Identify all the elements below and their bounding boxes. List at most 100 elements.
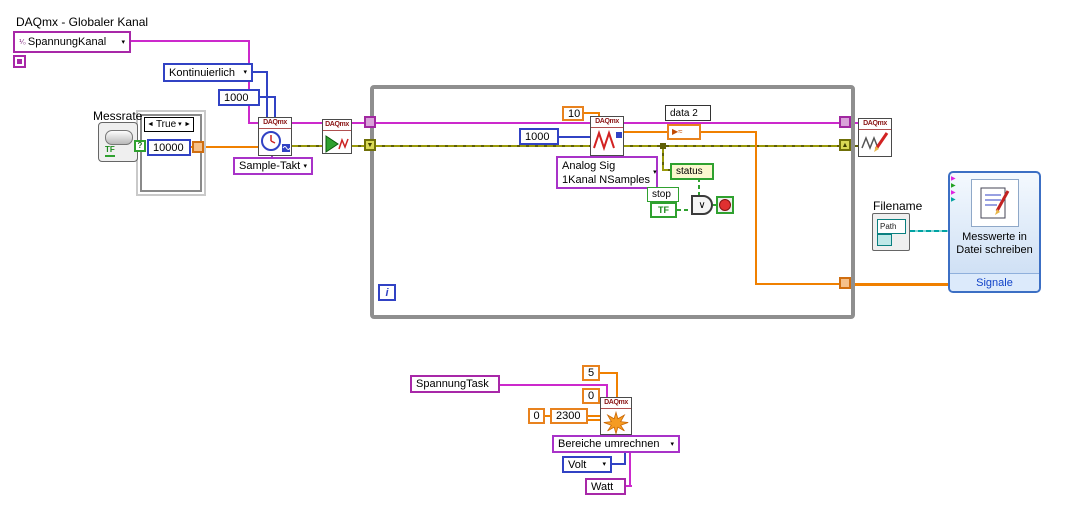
play-icon <box>323 131 351 157</box>
case-next-icon[interactable]: ► <box>184 121 191 128</box>
while-loop[interactable] <box>370 85 855 319</box>
wire-error-2 <box>352 145 372 147</box>
filename-path-control[interactable]: Path <box>872 213 910 251</box>
clear-waveform-icon <box>859 130 891 156</box>
tf-boolean-icon: TF <box>105 145 115 157</box>
timeout-text: 10 <box>568 107 581 120</box>
io-mini-icon: ⅟₀ <box>19 38 26 46</box>
wire-buffer-v <box>274 96 276 118</box>
case-selector[interactable]: ◄ True ▾ ► <box>144 117 194 132</box>
to-unit-constant[interactable]: Watt <box>585 478 626 495</box>
samples-constant[interactable]: 1000 <box>519 128 559 145</box>
wire-task-4 <box>624 122 842 124</box>
error-shift-register-right[interactable]: ▲ <box>839 139 851 151</box>
max-text: 5 <box>587 367 595 379</box>
convert-mode-text: Bereiche umrechnen <box>558 438 660 450</box>
express-title-line1: Messwerte in <box>962 231 1027 243</box>
from-unit-enum[interactable]: Volt ▾ <box>562 456 612 473</box>
case-selector-value: True <box>155 119 177 130</box>
wire-data-v <box>755 131 757 285</box>
data-tunnel-out[interactable] <box>839 277 851 289</box>
continuous-enum[interactable]: Kontinuierlich ▾ <box>163 63 253 82</box>
task-tunnel-out[interactable] <box>839 116 851 128</box>
wire-buffer-h <box>259 96 276 98</box>
sample-clock-enum[interactable]: Sample-Takt ▾ <box>233 157 313 175</box>
task-name-constant[interactable]: SpannungTask <box>410 375 500 393</box>
path-chip-icon <box>877 234 892 246</box>
wire-channel-v <box>248 40 250 124</box>
daqmx-start-task-vi[interactable]: DAQmx <box>322 119 352 154</box>
tf-text: TF <box>658 205 669 215</box>
chevron-down-icon: ▾ <box>243 69 247 76</box>
waveform-arrow-icon: ▶≈ <box>672 127 683 136</box>
wire-rate-to-timing <box>200 146 258 148</box>
iteration-terminal[interactable]: i <box>378 284 396 301</box>
write-file-icon <box>970 179 1019 227</box>
scale-text: 2300 <box>556 410 581 422</box>
wire-continuous-v <box>266 71 268 118</box>
channel-name-constant[interactable]: ⅟₀ SpannungKanal ▾ <box>13 31 131 53</box>
case-structure[interactable] <box>136 110 206 196</box>
task-name-text: SpannungTask <box>416 378 489 390</box>
case-output-tunnel[interactable] <box>192 141 204 153</box>
starburst-icon <box>601 409 631 435</box>
daqmx-convert-vi[interactable]: DAQmx <box>600 397 632 435</box>
wire-data-h2 <box>755 283 845 285</box>
max-constant[interactable]: 5 <box>582 365 600 381</box>
stop-boolean-constant[interactable]: TF <box>650 202 677 218</box>
wire-timeout-v <box>598 112 600 117</box>
iteration-i: i <box>385 286 389 299</box>
status-unbundle[interactable]: status <box>670 163 714 180</box>
daqmx-clear-task-vi[interactable]: DAQmx <box>858 118 892 157</box>
read-mode-enum[interactable]: Analog Sig 1Kanal NSamples ▾ <box>556 156 658 189</box>
wire-data-to-express <box>849 283 948 286</box>
wire-watt-h <box>626 485 632 487</box>
daqmx-logo: DAQmx <box>259 118 291 129</box>
wire-channel-h <box>131 40 250 42</box>
task-tunnel-in[interactable] <box>364 116 376 128</box>
min-constant[interactable]: 0 <box>582 388 600 404</box>
loop-condition-terminal[interactable] <box>716 196 734 214</box>
wire-error-1 <box>292 145 322 147</box>
daqmx-logo: DAQmx <box>859 119 891 130</box>
status-text: status <box>676 166 703 177</box>
wire-max-h <box>600 372 618 374</box>
chevron-down-icon: ▾ <box>303 162 307 170</box>
local-variable-node[interactable]: ▶≈ <box>667 124 701 140</box>
write-to-file-express-vi[interactable]: ▶ ▶ ▶ ▶ Messwerte in Datei schreiben Sig… <box>948 171 1041 293</box>
wire-channel-in <box>248 122 260 124</box>
convert-mode-enum[interactable]: Bereiche umrechnen ▾ <box>552 435 680 453</box>
case-selector-tunnel[interactable]: ? <box>134 140 146 152</box>
or-symbol-icon: ∨ <box>698 199 706 211</box>
scale-constant[interactable]: 2300 <box>550 408 588 424</box>
slider-knob-icon <box>105 130 133 145</box>
wire-error-branch-v <box>662 145 664 171</box>
buffer-size-constant[interactable]: 1000 <box>218 89 260 106</box>
wire-task-bottom-v <box>606 384 608 397</box>
local-variable-label[interactable]: data 2 <box>665 105 711 121</box>
filename-label: Filename <box>873 199 923 213</box>
read-mode-line2: 1Kanal NSamples <box>562 173 651 186</box>
rate-constant-text: 10000 <box>153 141 184 154</box>
waveform-icon <box>591 128 623 154</box>
daqmx-logo: DAQmx <box>601 398 631 409</box>
messrate-control[interactable]: TF <box>98 122 138 162</box>
channel-constant-tab[interactable] <box>13 55 26 68</box>
express-title-line2: Datei schreiben <box>956 244 1033 256</box>
daqmx-read-vi[interactable]: DAQmx <box>590 116 624 156</box>
wire-timeout-h <box>584 112 600 114</box>
wire-watt-v <box>629 435 631 487</box>
signale-port[interactable]: Signale <box>950 273 1039 291</box>
error-shift-register-left[interactable]: ▼ <box>364 139 376 151</box>
stop-label-text: stop <box>652 189 671 200</box>
case-prev-icon[interactable]: ◄ <box>147 121 154 128</box>
offset-text: 0 <box>533 410 540 422</box>
question-icon: ? <box>137 141 143 150</box>
daqmx-timing-vi[interactable]: DAQmx <box>258 117 292 156</box>
or-gate[interactable]: ∨ <box>691 195 713 215</box>
timeout-constant[interactable]: 10 <box>562 106 584 121</box>
rate-constant[interactable]: 10000 <box>147 139 191 156</box>
global-channel-heading: DAQmx - Globaler Kanal <box>16 15 149 29</box>
clock-icon <box>259 129 291 155</box>
offset-constant[interactable]: 0 <box>528 408 545 424</box>
